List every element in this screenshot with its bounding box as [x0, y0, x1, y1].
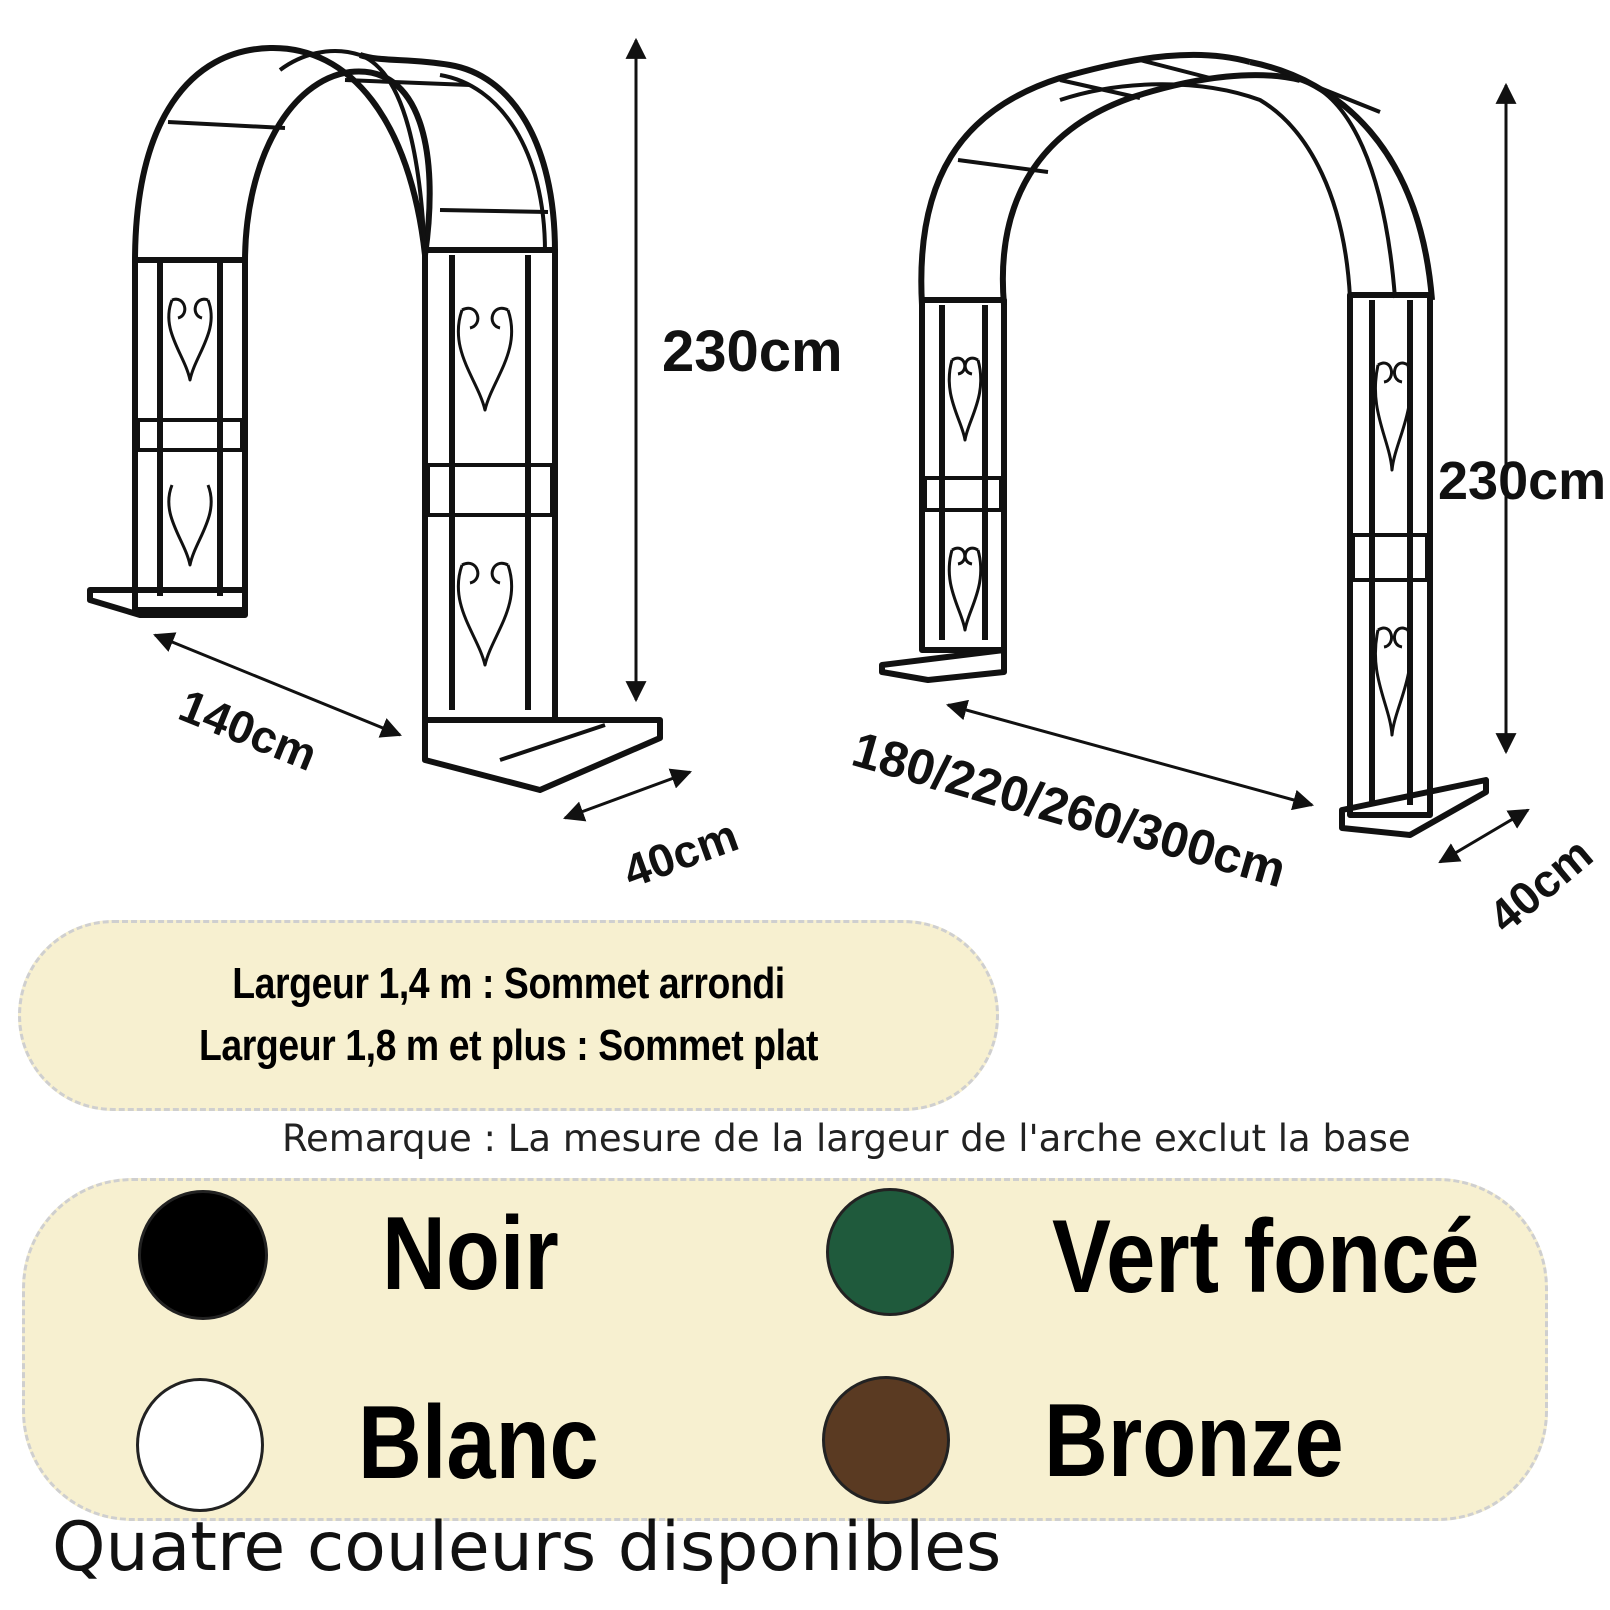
rounded-arch-drawing [87, 44, 663, 793]
color-label-dark-green: Vert foncé [1052, 1199, 1480, 1315]
arch2-width-line [945, 699, 1315, 811]
arch2-height-label: 230cm [1438, 451, 1607, 511]
footer-caption: Quatre couleurs disponibles [52, 1508, 1002, 1587]
arch1-width-line [153, 632, 402, 738]
color-label-bronze: Bronze [1044, 1383, 1344, 1499]
arch-illustrations [87, 37, 1530, 864]
info-box: Largeur 1,4 m : Sommet arrondi Largeur 1… [18, 920, 999, 1111]
info-line-flat: Largeur 1,8 m et plus : Sommet plat [198, 1021, 818, 1070]
swatch-black [138, 1190, 268, 1320]
width-note: Remarque : La mesure de la largeur de l'… [282, 1117, 1411, 1160]
flat-arch-drawing [879, 51, 1489, 838]
arch2-depth-line [1438, 808, 1530, 864]
color-label-black: Noir [382, 1196, 559, 1312]
color-options-box [22, 1178, 1548, 1521]
color-label-white: Blanc [358, 1385, 599, 1501]
arch1-depth-line [563, 768, 692, 822]
info-line-rounded: Largeur 1,4 m : Sommet arrondi [232, 959, 785, 1008]
swatch-bronze [822, 1376, 950, 1504]
arch1-height-label: 230cm [662, 319, 843, 384]
swatch-dark-green [826, 1188, 954, 1316]
swatch-white [136, 1378, 264, 1512]
